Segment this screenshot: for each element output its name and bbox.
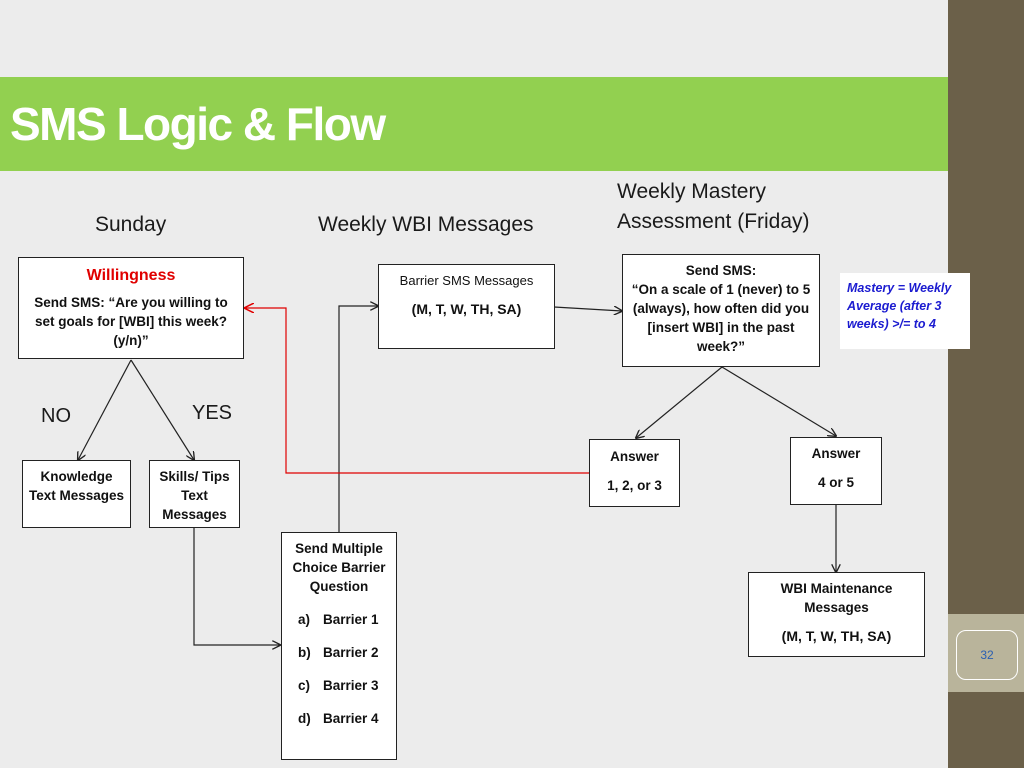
willingness-box: Willingness Send SMS: “Are you willing t… [18, 257, 244, 359]
multiple-choice-title: Send Multiple Choice Barrier Question [292, 541, 386, 594]
heading-mastery-line2: Assessment (Friday) [617, 210, 810, 233]
list-item: d)Barrier 4 [298, 711, 379, 726]
heading-sunday: Sunday [95, 213, 167, 236]
maintenance-box: WBI Maintenance Messages (M, T, W, TH, S… [748, 572, 925, 657]
list-item: c)Barrier 3 [298, 678, 379, 693]
willingness-text: Send SMS: “Are you willing to set goals … [34, 295, 228, 348]
arrow-answer-low-to-willingness [245, 308, 589, 474]
arrow-multiple-choice-to-barrier-sms [338, 306, 378, 532]
title-bar: SMS Logic & Flow [0, 77, 948, 171]
maintenance-title: WBI Maintenance Messages [780, 581, 893, 615]
answer-high-value: 4 or 5 [817, 475, 855, 490]
arrow-willingness-to-knowledge [78, 359, 132, 460]
list-item: b)Barrier 2 [298, 645, 379, 660]
send-sms-mastery-text: “On a scale of 1 (never) to 5 (always), … [631, 282, 811, 354]
maintenance-days: (M, T, W, TH, SA) [781, 628, 892, 644]
knowledge-text: Knowledge Text Messages [28, 469, 125, 503]
arrow-skills-to-multiple-choice [193, 527, 280, 645]
skills-text: Skills/ Tips Text Messages [159, 469, 230, 522]
edge-label-yes: YES [192, 402, 233, 424]
send-sms-mastery-title: Send SMS: [685, 263, 757, 278]
barrier-sms-title: Barrier SMS Messages [399, 273, 534, 288]
page-number: 32 [956, 630, 1018, 680]
answer-high-title: Answer [811, 446, 861, 461]
side-band [948, 0, 1024, 768]
willingness-title: Willingness [86, 267, 176, 284]
answer-low-value: 1, 2, or 3 [607, 478, 662, 493]
answer-low-box: Answer 1, 2, or 3 [589, 439, 680, 507]
barrier-sms-days: (M, T, W, TH, SA) [411, 301, 522, 317]
arrow-willingness-to-skills [130, 359, 194, 460]
list-item: a)Barrier 1 [298, 612, 379, 627]
barrier-options-list: a)Barrier 1 b)Barrier 2 c)Barrier 3 d)Ba… [288, 610, 390, 728]
knowledge-box: Knowledge Text Messages [22, 460, 131, 528]
mastery-note: Mastery = Weekly Average (after 3 weeks)… [840, 273, 970, 349]
barrier-sms-box: Barrier SMS Messages (M, T, W, TH, SA) [378, 264, 555, 349]
skills-box: Skills/ Tips Text Messages [149, 460, 240, 528]
slide-title: SMS Logic & Flow [10, 98, 386, 150]
answer-low-title: Answer [610, 449, 659, 464]
arrow-barrier-sms-to-send-sms [553, 307, 622, 311]
edge-label-no: NO [41, 405, 71, 427]
send-sms-mastery-box: Send SMS: “On a scale of 1 (never) to 5 … [622, 254, 820, 367]
multiple-choice-box: Send Multiple Choice Barrier Question a)… [281, 532, 397, 760]
answer-high-box: Answer 4 or 5 [790, 437, 882, 505]
arrow-send-sms-to-answer-low [636, 366, 723, 438]
arrow-send-sms-to-answer-high [721, 366, 836, 436]
heading-weekly-wbi: Weekly WBI Messages [318, 213, 534, 236]
heading-mastery-line1: Weekly Mastery [617, 180, 766, 203]
